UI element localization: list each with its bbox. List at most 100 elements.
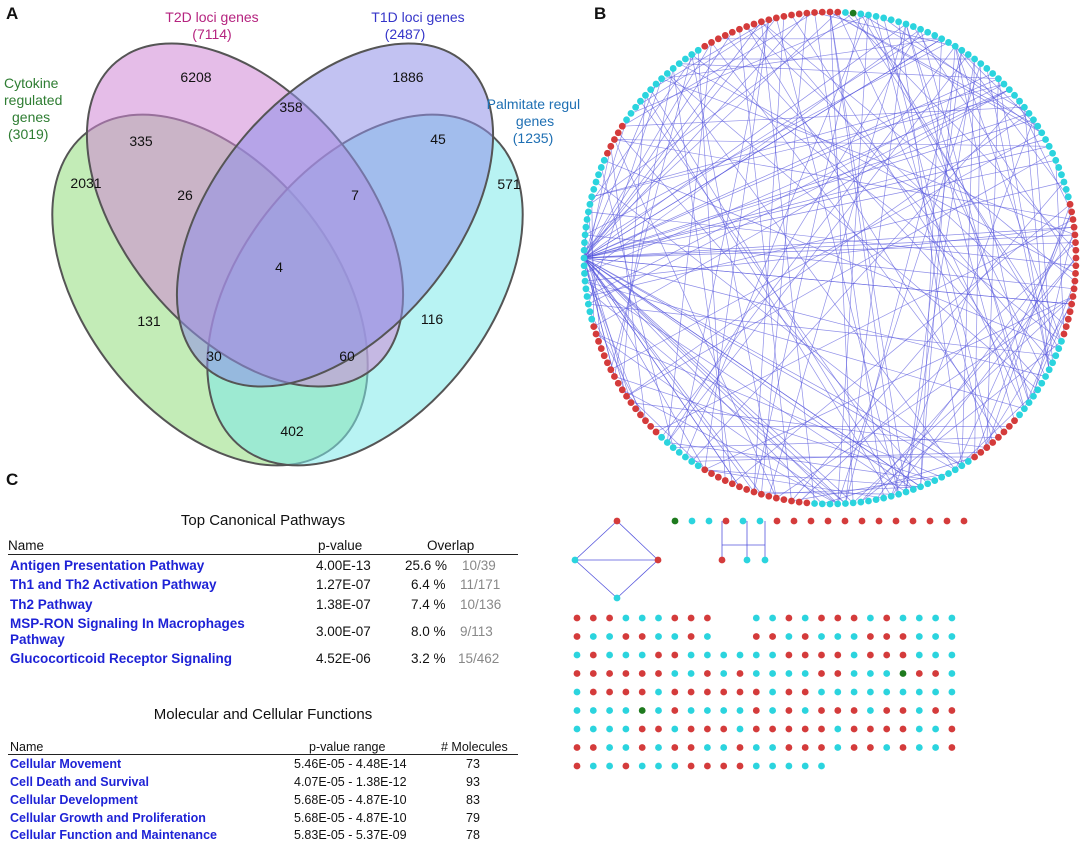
function-name[interactable]: Cellular Function and Maintenance [10,828,217,842]
network-node [573,707,581,714]
network-node [736,25,743,33]
network-edge [583,250,632,403]
network-node [1058,337,1065,345]
network-node [795,498,803,506]
network-node [581,239,588,246]
network-edge [868,14,1046,377]
network-node [938,35,946,43]
network-edge [761,486,921,495]
network-edge [761,13,808,495]
network-node [834,633,842,640]
network-node [606,744,613,751]
network-node [883,633,891,640]
network-node [687,707,695,714]
network-edge [667,54,969,443]
network-node [867,614,874,622]
pathways-header-name: Name [8,538,45,553]
network-node [883,614,891,622]
network-node [592,330,600,338]
network-node [917,483,924,491]
network-node [857,10,865,18]
network-node [638,744,646,751]
venn-region-count: 571 [497,176,521,192]
network-node [622,651,630,659]
network-node [1049,149,1056,157]
network-node [687,670,695,677]
network-node [932,614,939,622]
network-node [1020,405,1028,413]
pathway-overlap-pct: 3.2 % [411,651,446,666]
function-name[interactable]: Cellular Growth and Proliferation [10,811,206,825]
network-node [595,171,602,179]
network-node [736,651,744,659]
network-node [902,20,910,28]
network-node [655,744,662,751]
network-node [752,707,760,714]
network-edge [667,73,956,470]
network-node [595,337,602,345]
network-node [867,670,874,677]
network-node [931,477,939,484]
network-node [899,633,907,640]
network-node [1052,156,1060,164]
network-node [1020,103,1028,111]
pathway-name-line2[interactable]: Pathway [10,632,65,647]
network-node [899,707,907,714]
function-name[interactable]: Cellular Development [10,793,138,807]
network-edge [583,21,762,259]
network-node [1072,254,1080,262]
network-edge [974,211,1072,458]
network-edge [630,14,869,114]
network-node [704,744,711,751]
network-node [958,462,966,470]
network-node [736,744,744,751]
network-edge [583,23,907,259]
network-node [739,517,747,525]
network-node [708,39,715,46]
pathway-name[interactable]: Th1 and Th2 Activation Pathway [10,577,217,592]
function-name[interactable]: Cellular Movement [10,757,122,771]
venn-region-count: 1886 [392,69,423,85]
function-name[interactable]: Cell Death and Survival [10,775,149,789]
pathway-overlap-frac: 11/171 [460,577,501,592]
network-edge [583,257,1046,377]
network-node [761,556,769,564]
network-edge [845,50,963,504]
network-node [588,193,596,201]
pathway-name[interactable]: Antigen Presentation Pathway [10,558,205,573]
pathway-overlap-pct: 6.4 % [411,577,446,592]
venn-t2d-count: (7114) [192,26,231,42]
network-node [850,651,858,659]
panel-label-a: A [6,4,19,23]
network-node [701,466,709,474]
network-edge [595,333,942,478]
network-edge [986,68,1050,370]
network-node [704,725,711,733]
network-edge [1024,107,1050,370]
network-node [948,707,956,714]
network-edge [583,257,921,488]
network-node [818,744,825,751]
network-node [720,688,728,696]
network-edge [583,257,846,504]
pathway-name[interactable]: Glucocorticoid Receptor Signaling [10,651,233,666]
network-node [1038,129,1046,137]
network-node [948,744,956,751]
network-node [580,246,588,254]
network-edge [630,402,987,448]
network-edge [583,159,1056,259]
network-edge [860,13,1060,349]
network-node [687,744,695,751]
network-node [915,744,923,751]
network-edge [584,42,949,236]
network-node [590,185,598,193]
pathway-name[interactable]: Th2 Pathway [10,597,93,612]
pathway-name-line1[interactable]: MSP-RON Signaling In Macrophages [10,616,245,631]
network-node [627,399,635,406]
network-edge [610,132,1042,370]
network-edge [589,50,699,205]
network-edge [583,119,1034,259]
network-node [1062,323,1070,331]
network-node [883,670,891,677]
pathway-overlap-frac: 10/136 [460,597,502,612]
